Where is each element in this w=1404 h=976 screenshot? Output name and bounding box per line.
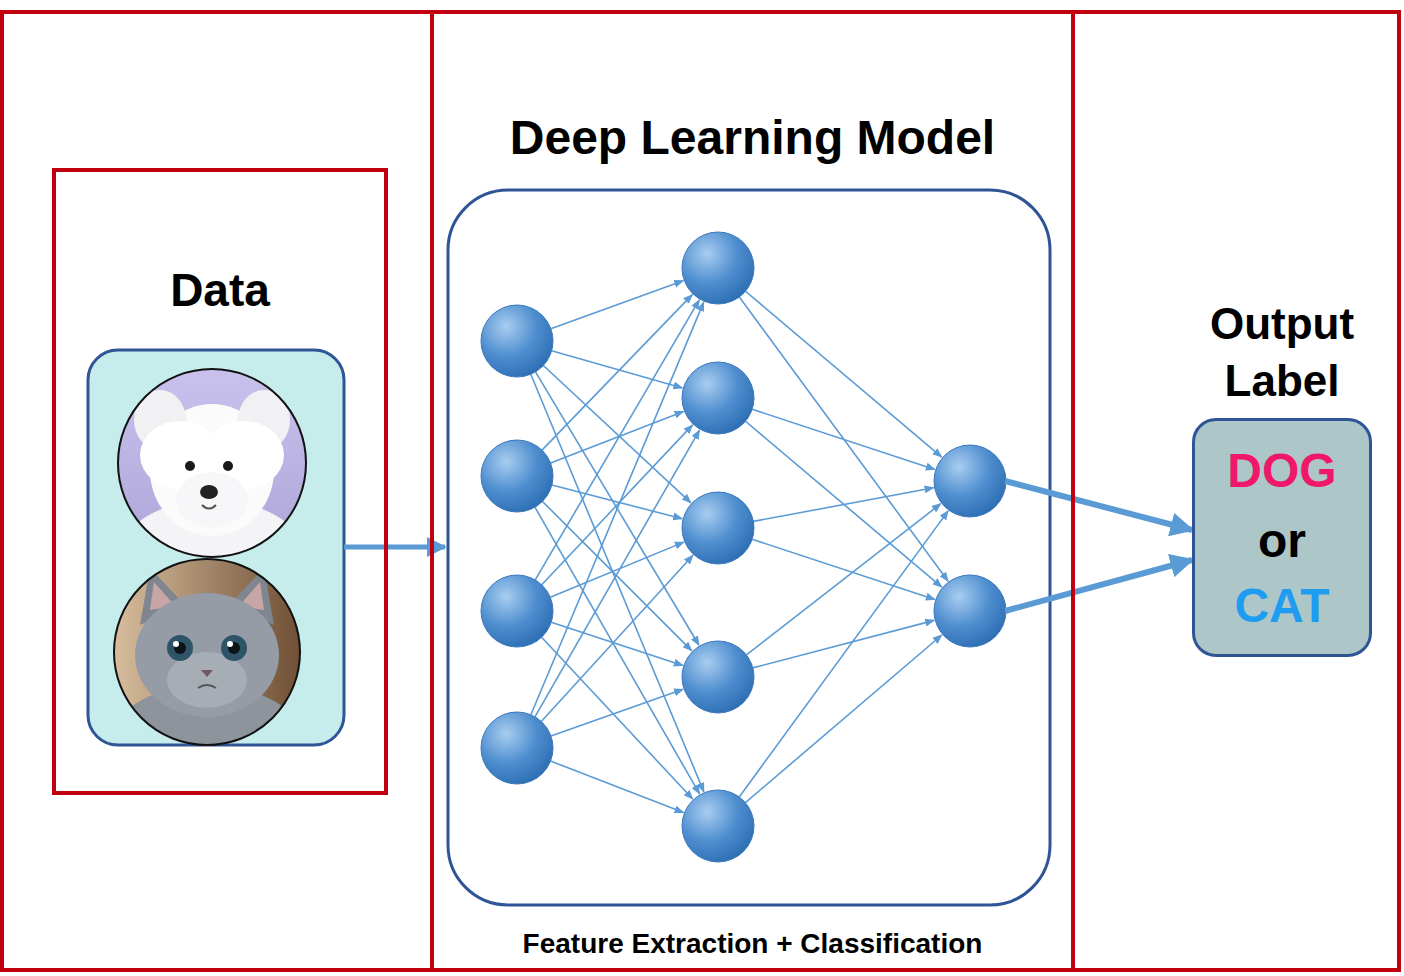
network-link: [752, 539, 935, 599]
network-link: [535, 507, 700, 794]
neuron: [934, 575, 1006, 647]
model-caption: Feature Extraction + Classification: [434, 928, 1071, 960]
network-link: [739, 297, 948, 581]
network-link: [531, 302, 704, 715]
network-link: [739, 511, 948, 797]
network-link: [746, 504, 940, 655]
output-heading: Output Label: [1162, 295, 1402, 409]
network-link: [531, 374, 704, 792]
network-link: [542, 425, 693, 585]
data-region: Data: [52, 168, 388, 795]
neuron: [481, 440, 553, 512]
network-link: [745, 291, 941, 457]
network-link: [542, 637, 693, 799]
dog-frame: [118, 369, 306, 557]
network-link: [551, 761, 684, 813]
network-link: [745, 635, 941, 803]
neuron: [481, 575, 553, 647]
neuron: [481, 305, 553, 377]
neural-network: [481, 232, 1006, 862]
neuron: [682, 232, 754, 304]
flow-arrow: [1005, 481, 1192, 530]
cat-photo: [110, 555, 310, 795]
network-link: [541, 555, 693, 721]
network-link: [535, 300, 699, 580]
neuron: [481, 712, 553, 784]
cat-frame: [114, 559, 300, 745]
network-link: [753, 620, 934, 668]
network-link: [552, 351, 683, 388]
flow-arrow: [1005, 560, 1192, 611]
class-separator: or: [1195, 513, 1369, 568]
class-label: DOG: [1195, 443, 1369, 498]
network-link: [753, 488, 933, 522]
network-panel: [448, 190, 1050, 905]
neuron: [682, 492, 754, 564]
network-link: [551, 689, 683, 736]
region-heading: Data: [56, 264, 384, 317]
network-link: [535, 430, 700, 717]
network-link: [551, 281, 683, 329]
network-link: [745, 421, 941, 587]
neuron: [682, 790, 754, 862]
network-link: [752, 409, 935, 469]
network-link: [551, 622, 683, 665]
network-link: [542, 501, 691, 650]
neuron: [934, 445, 1006, 517]
flow-arrow: [344, 545, 445, 550]
network-link: [542, 295, 692, 451]
network-link: [550, 542, 684, 597]
class-label: CAT: [1195, 578, 1369, 633]
model-region: Deep Learning ModelFeature Extraction + …: [430, 10, 1075, 972]
neuron: [682, 362, 754, 434]
neuron: [682, 641, 754, 713]
network-link: [552, 485, 682, 519]
model-heading: Deep Learning Model: [434, 110, 1071, 165]
output-box: Output LabelDOGorCAT: [1192, 418, 1372, 657]
